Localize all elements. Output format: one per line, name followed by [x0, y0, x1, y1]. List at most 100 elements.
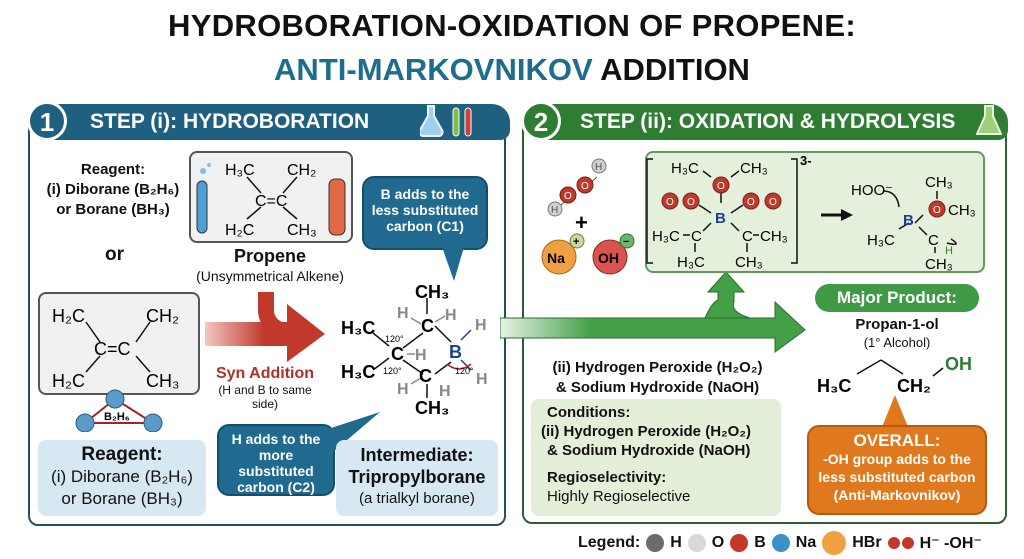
legend-item: B — [754, 534, 766, 551]
atom-label: OH — [598, 250, 619, 266]
legend-dot-pair — [901, 537, 914, 549]
atom-label: C — [419, 366, 432, 386]
oxidation-arrow — [500, 272, 806, 353]
atom-label: CH₂ — [897, 376, 931, 396]
atom-label: CH₂ — [287, 162, 316, 179]
atom-label: CH₃ — [925, 256, 953, 273]
reagent-line1: (i) Diborane (B₂H₆) — [46, 181, 180, 198]
atom-label: O — [933, 205, 941, 216]
sodium-ion: Na + — [541, 233, 585, 275]
flask-icon — [420, 105, 444, 138]
regio-value: Highly Regioselective — [547, 488, 691, 505]
atom-label: CH₃ — [948, 202, 976, 219]
callout-boron-tail — [442, 247, 464, 281]
conditions-label: Conditions: — [547, 404, 631, 421]
step2-header: STEP (ii): OXIDATION & HYDROLYSIS — [534, 104, 1008, 140]
product-name: Propan-1-ol — [855, 316, 939, 333]
legend-dot-na — [771, 534, 790, 552]
atom-label: O — [687, 197, 695, 208]
intermediate-label: Intermediate: — [360, 445, 474, 465]
title-rest: ADDITION — [600, 52, 750, 87]
major-product-badge: Major Product: — [815, 284, 979, 312]
step1-header-icons — [420, 105, 472, 138]
peroxide-molecule: H O O H — [547, 158, 607, 217]
legend-label: Legend: — [578, 534, 641, 551]
angle-label: 120° — [383, 366, 402, 376]
syn-addition-arrow — [205, 292, 325, 362]
borate-complex: H₃C CH₃ O O O B O O H₃C C C CH₃ H₃C CH₃ … — [646, 153, 976, 273]
legend-dot-o — [687, 534, 706, 552]
overall-line1: -OH group adds to the — [823, 451, 971, 467]
atom-label: H₂C — [225, 222, 254, 239]
reagent-line2: or Borane (BH₃) — [61, 489, 183, 508]
boron-atom: B — [903, 212, 914, 229]
product-note: (1° Alcohol) — [863, 335, 931, 350]
legend-item: H — [670, 534, 682, 551]
reagent-line2: or Borane (BH₃) — [56, 201, 170, 218]
legend-dot-pair — [887, 537, 900, 549]
boron-atom: B — [715, 210, 726, 227]
legend-dot-h — [646, 534, 665, 552]
alkene-structure: H₂C CH₂ C=C H₂C CH₃ B₂H₆ — [52, 306, 179, 432]
atom-label: CH₃ — [735, 254, 763, 271]
charge-label: − — [623, 236, 629, 248]
intermediate-box: Intermediate: Tripropylborane (a trialky… — [336, 440, 498, 516]
atom-label: H — [439, 383, 451, 400]
atom-label: H₃C — [817, 376, 851, 396]
intermediate-note: (a trialkyl borane) — [359, 490, 475, 507]
callout-boron: B adds to the less substituted carbon (C… — [362, 176, 488, 250]
atom-label: H₃C — [225, 162, 255, 179]
reagent-label: Reagent: — [81, 444, 163, 465]
atom-label: H₃C — [341, 318, 375, 338]
charge-label: + — [573, 236, 579, 248]
regio-label: Regioselectivity: — [547, 469, 667, 486]
atom-label: O — [581, 181, 589, 192]
atom-label: CH₃ — [415, 282, 449, 302]
syn-label: Syn Addition — [215, 365, 315, 382]
title-accent: ANTI-MARKOVNIKOV — [274, 52, 593, 87]
atom-label: C=C — [94, 339, 131, 359]
borate-complex-box — [645, 151, 985, 273]
legend-item: Na — [795, 534, 817, 551]
atom-label: CH₂ — [146, 306, 179, 326]
legend-dot-hbr — [822, 531, 847, 555]
syn-note: (H and B to same side) — [218, 383, 312, 411]
boron-atom: B — [449, 342, 462, 362]
overall-line3: (Anti-Markovnikov) — [833, 487, 961, 503]
diborane-model: B₂H₆ — [75, 389, 163, 432]
angle-label: 120° — [455, 366, 474, 376]
atom-label: C — [928, 232, 939, 249]
diborane-label: B₂H₆ — [104, 411, 130, 423]
atom-label: H — [475, 317, 487, 334]
gas-cylinder-icon — [328, 178, 346, 236]
overall-callout-tail — [882, 395, 908, 427]
or-text: or — [105, 244, 124, 265]
flask-icon — [976, 105, 1002, 135]
atom-label: C — [391, 344, 404, 364]
legend-dot-b — [730, 534, 749, 552]
legend-item: HBr — [852, 534, 882, 551]
propene-name: Propene — [233, 246, 307, 266]
legend-item: H⁻ -OH⁻ — [919, 535, 982, 552]
atom-label: H — [595, 162, 602, 173]
reactants: H O O H + Na + OH − — [541, 158, 635, 275]
conditions-line2: & Sodium Hydroxide (NaOH) — [547, 442, 751, 459]
hydroxyl-label: OH — [945, 354, 972, 374]
atom-label: CH₃ — [760, 228, 788, 245]
step1-title: STEP (i): HYDROBORATION — [90, 110, 370, 133]
atom-label: H₃C — [341, 362, 375, 382]
atom-label: H₃C — [652, 228, 680, 245]
test-tube-icon — [452, 107, 460, 137]
atom-label: H₂C — [52, 371, 85, 391]
charge-label: 3- — [800, 153, 812, 168]
syn-addition: Syn Addition (H and B to same side) — [205, 365, 325, 411]
reagent-top: Reagent: (i) Diborane (B₂H₆) or Borane (… — [38, 160, 188, 220]
tripropylborane-structure: CH₃ H H H₃C C C H B H H H₃C C H H CH₃ CH… — [341, 282, 488, 418]
atom-label: O — [717, 181, 725, 192]
atom-label: CH₃ — [415, 398, 449, 418]
reagent-line2: & Sodium Hydroxide (NaOH) — [555, 379, 760, 396]
atom-label: CH₃ — [740, 160, 768, 177]
callout-hydrogen: H adds to the more substituted carbon (C… — [217, 424, 335, 496]
atom-label: C — [691, 228, 702, 245]
test-tube-icon — [196, 180, 208, 234]
